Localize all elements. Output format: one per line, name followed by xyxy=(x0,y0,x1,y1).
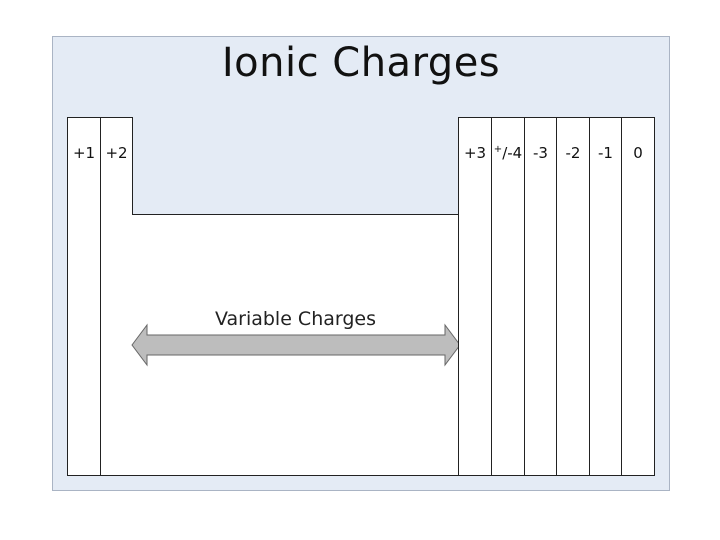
column-label: +1 xyxy=(72,144,96,162)
column-label-sup: + xyxy=(493,144,503,155)
column-plus-minus4: +/-4 xyxy=(491,117,525,476)
column-label: -1 xyxy=(598,144,613,162)
column-label: -2 xyxy=(565,144,581,162)
column-plus1: +1 xyxy=(67,117,101,476)
column-label: +2 xyxy=(105,144,128,162)
column-plus2: +2 xyxy=(100,117,133,476)
column-minus3: -3 xyxy=(524,117,557,476)
column-zero: 0 xyxy=(621,117,655,476)
column-minus2: -2 xyxy=(556,117,590,476)
column-label: /-4 xyxy=(502,144,523,162)
column-label: -3 xyxy=(533,144,548,162)
column-minus1: -1 xyxy=(589,117,622,476)
double-arrow-icon xyxy=(131,323,461,367)
column-label: 0 xyxy=(633,144,643,162)
column-label: +3 xyxy=(463,144,487,162)
column-plus3: +3 xyxy=(458,117,492,476)
page-title: Ionic Charges xyxy=(221,40,501,86)
variable-charges-label: Variable Charges xyxy=(214,308,377,330)
